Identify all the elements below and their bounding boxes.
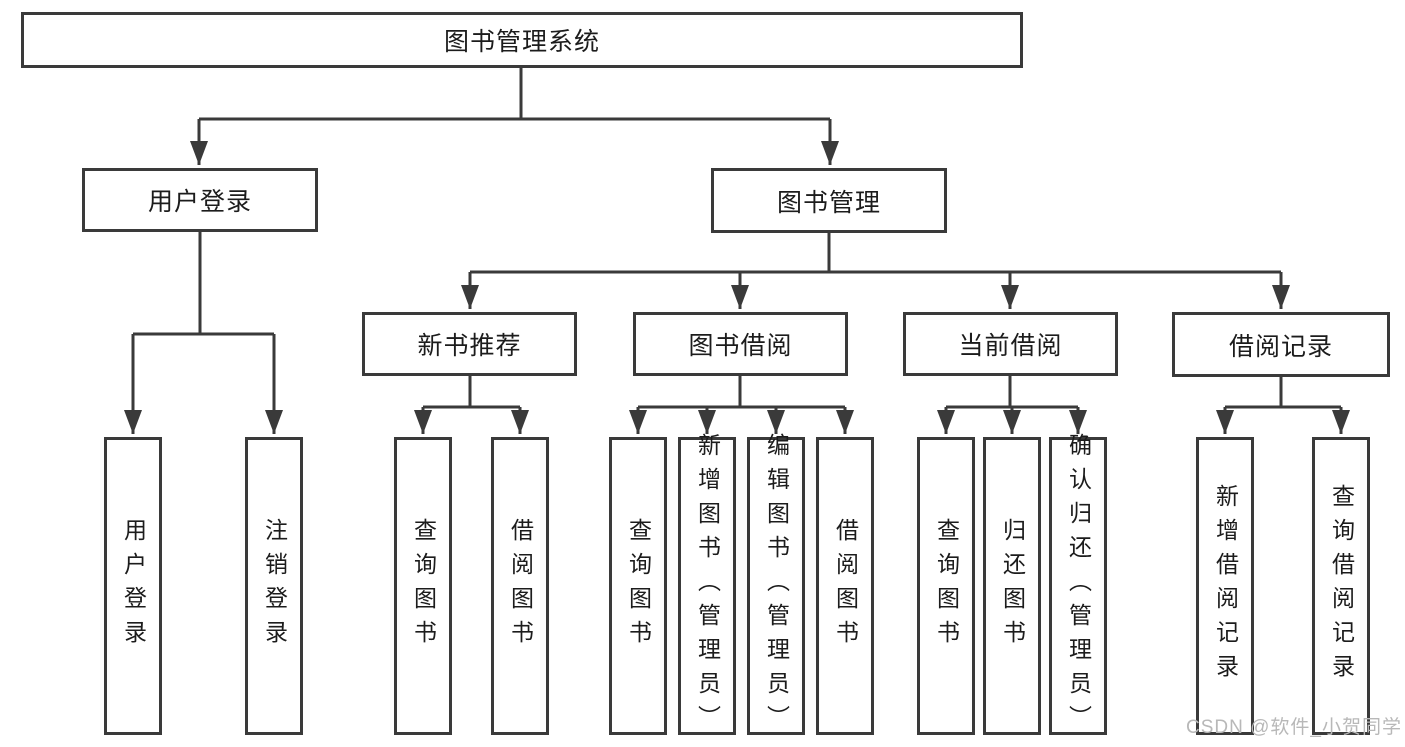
node-label: 新书推荐	[417, 332, 522, 360]
leaf-current-query-books: 查询图书	[917, 437, 975, 735]
leaf-records-add-record: 新增借阅记录	[1196, 437, 1254, 735]
node-new-book-rec: 新书推荐	[362, 312, 577, 376]
leaf-current-return-books: 归还图书	[983, 437, 1041, 735]
node-book-borrow: 图书借阅	[633, 312, 848, 376]
node-book-mgmt: 图书管理	[711, 168, 947, 233]
leaf-rec-query-books: 查询图书	[394, 437, 452, 735]
node-label: 归还图书	[999, 518, 1026, 654]
node-borrow-records: 借阅记录	[1172, 312, 1390, 377]
node-label: 注销登录	[261, 518, 288, 654]
node-label: 查询图书	[933, 518, 960, 654]
node-current-borrow: 当前借阅	[903, 312, 1118, 376]
node-label: 查询图书	[625, 518, 652, 654]
node-label: 用户登录	[120, 518, 147, 654]
watermark: CSDN @软件_小贺同学	[1186, 717, 1402, 738]
node-user-login: 用户登录	[82, 168, 318, 232]
node-label: 借阅图书	[507, 518, 534, 654]
leaf-borrow-edit-books-admin: 编辑图书（管理员）	[747, 433, 805, 739]
node-label: 查询图书	[410, 518, 437, 654]
node-root: 图书管理系统	[21, 12, 1023, 68]
leaf-borrow-query-books: 查询图书	[609, 437, 667, 735]
leaf-user-login: 用户登录	[104, 437, 162, 735]
node-label: 查询借阅记录	[1328, 484, 1355, 688]
node-label: 新增图书（管理员）	[694, 433, 721, 739]
leaf-borrow-borrow-books: 借阅图书	[816, 437, 874, 735]
leaf-borrow-add-books-admin: 新增图书（管理员）	[678, 433, 736, 739]
node-label: 用户登录	[147, 188, 252, 216]
leaf-records-query-record: 查询借阅记录	[1312, 437, 1370, 735]
node-label: 确认归还（管理员）	[1065, 433, 1092, 739]
node-label: 图书管理系统	[443, 28, 600, 56]
node-label: 借阅图书	[832, 518, 859, 654]
node-label: 图书借阅	[688, 332, 793, 360]
node-label: 借阅记录	[1228, 332, 1333, 361]
leaf-logout: 注销登录	[245, 437, 303, 735]
node-label: 图书管理	[776, 188, 881, 217]
leaf-current-confirm-return-admin: 确认归还（管理员）	[1049, 433, 1107, 739]
node-label: 新增借阅记录	[1212, 484, 1239, 688]
node-label: 当前借阅	[958, 332, 1063, 360]
leaf-rec-borrow-books: 借阅图书	[491, 437, 549, 735]
node-label: 编辑图书（管理员）	[763, 433, 790, 739]
